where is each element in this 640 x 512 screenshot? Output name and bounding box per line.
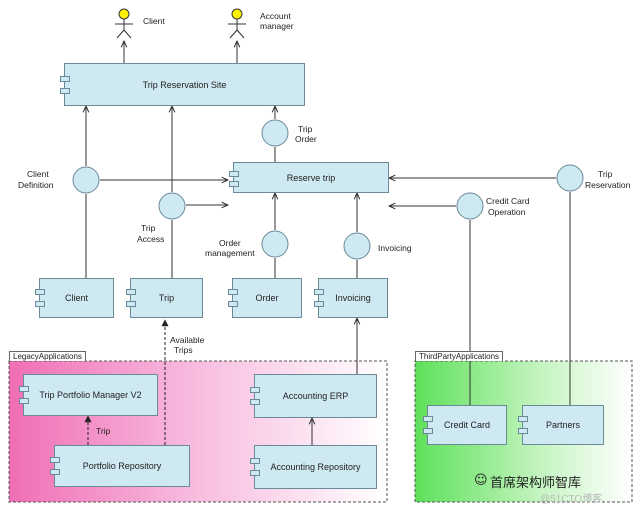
component-label: Partners bbox=[545, 420, 580, 430]
trip-order-interface bbox=[261, 119, 289, 147]
component-label: Order bbox=[255, 293, 279, 303]
trip-reservation-site-component[interactable]: Trip Reservation Site bbox=[60, 63, 305, 106]
component-label: Accounting ERP bbox=[282, 391, 349, 401]
available-trips-label-line2: Trips bbox=[174, 345, 193, 355]
available-trips-label-line1: Available bbox=[170, 335, 205, 345]
account-manager-label-line1: Account bbox=[260, 11, 291, 21]
component-label: Portfolio Repository bbox=[82, 461, 162, 471]
component-label: Reserve trip bbox=[286, 172, 336, 183]
credit-card-operation-label-line1: Credit Card bbox=[486, 196, 530, 206]
invoicing-interface-label: Invoicing bbox=[378, 243, 412, 253]
dashed-dependencies bbox=[84, 319, 169, 445]
watermark-text: 首席架构师智库 bbox=[490, 476, 582, 491]
trip-order-label-line1: Trip bbox=[298, 124, 313, 134]
trip-order-label-line2: Order bbox=[295, 134, 317, 144]
portfolio-repository-component[interactable]: Portfolio Repository bbox=[50, 445, 190, 487]
trip-reservation-interface bbox=[556, 164, 584, 192]
trip-access-label-line2: Access bbox=[137, 234, 165, 244]
third-party-package-label: ThirdPartyApplications bbox=[415, 351, 504, 361]
accounting-repository-component[interactable]: Accounting Repository bbox=[250, 445, 377, 489]
component-label: Trip Reservation Site bbox=[142, 79, 227, 90]
credit-card-component[interactable]: Credit Card bbox=[423, 405, 507, 445]
client-definition-label-line2: Definition bbox=[18, 180, 54, 190]
trip-access-interface bbox=[158, 192, 186, 220]
legacy-package-label: LegacyApplications bbox=[9, 351, 86, 361]
credit-card-operation-label-line2: Operation bbox=[488, 207, 526, 217]
account-manager-actor bbox=[228, 8, 246, 39]
client-actor-label: Client bbox=[143, 16, 165, 26]
client-component[interactable]: Client bbox=[35, 278, 114, 318]
partners-component[interactable]: Partners bbox=[518, 405, 604, 445]
invoicing-component[interactable]: Invoicing bbox=[314, 278, 388, 318]
client-definition-interface bbox=[72, 166, 100, 194]
component-label: Accounting Repository bbox=[270, 462, 361, 472]
trip-component[interactable]: Trip bbox=[126, 278, 203, 318]
order-management-label-line1: Order bbox=[219, 238, 241, 248]
accounting-erp-component[interactable]: Accounting ERP bbox=[250, 374, 377, 418]
reserve-trip-component[interactable]: Reserve trip bbox=[229, 162, 389, 193]
watermark-icon: ☺ bbox=[474, 473, 488, 488]
watermark-subtext: @51CTO博客 bbox=[540, 494, 603, 505]
order-component[interactable]: Order bbox=[228, 278, 302, 318]
trip-portfolio-manager-component[interactable]: Trip Portfolio Manager V2 bbox=[19, 374, 158, 416]
account-manager-label-line2: manager bbox=[260, 21, 294, 31]
order-management-interface bbox=[261, 230, 289, 258]
trip-reservation-label-line2: Reservation bbox=[585, 180, 631, 190]
client-definition-label-line1: Client bbox=[27, 169, 49, 179]
component-label: Trip Portfolio Manager V2 bbox=[39, 390, 142, 400]
component-label: Trip bbox=[158, 293, 175, 303]
client-actor bbox=[115, 8, 133, 39]
credit-card-operation-interface bbox=[456, 192, 484, 220]
connectors bbox=[86, 41, 571, 445]
component-label: Invoicing bbox=[335, 293, 371, 303]
component-label: Client bbox=[64, 293, 88, 303]
component-label: Credit Card bbox=[443, 420, 490, 430]
order-management-label-line2: management bbox=[205, 248, 255, 258]
trip-access-label-line1: Trip bbox=[141, 223, 156, 233]
trip-reservation-label-line1: Trip bbox=[598, 169, 613, 179]
trip-edge-label: Trip bbox=[96, 426, 111, 436]
invoicing-interface bbox=[343, 232, 371, 260]
